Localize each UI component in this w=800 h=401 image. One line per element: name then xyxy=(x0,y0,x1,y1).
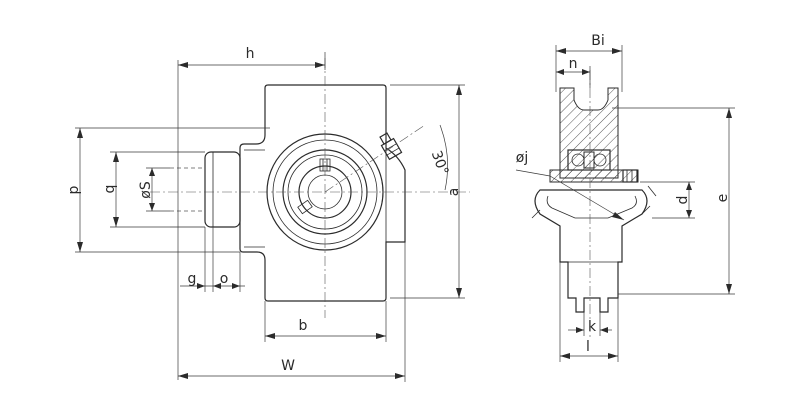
housing-outline xyxy=(239,84,406,302)
dim-h xyxy=(177,52,326,380)
dim-w xyxy=(178,242,406,382)
front-view: h a 30° p q xyxy=(66,46,470,382)
label-h: h xyxy=(246,46,255,62)
label-phi-s: øS xyxy=(138,181,154,199)
label-p: p xyxy=(66,185,82,194)
label-bi: Bi xyxy=(591,33,605,49)
dim-e xyxy=(612,107,735,295)
grease-nipple xyxy=(379,132,403,161)
label-k: k xyxy=(588,319,597,335)
label-angle: 30° xyxy=(428,149,452,178)
dim-q xyxy=(110,151,170,228)
dim-n xyxy=(556,66,591,88)
label-a: a xyxy=(446,188,462,197)
dim-k xyxy=(568,312,612,336)
dim-p xyxy=(75,127,270,253)
label-d: d xyxy=(675,196,691,205)
dim-d xyxy=(640,181,695,219)
label-e: e xyxy=(715,194,731,203)
label-l: l xyxy=(586,339,590,355)
dim-g-o xyxy=(180,227,245,292)
dim-b xyxy=(264,301,387,342)
dim-a xyxy=(390,84,465,299)
guide-block xyxy=(170,151,241,228)
label-w: W xyxy=(281,358,295,374)
label-q: q xyxy=(102,185,118,194)
dim-l xyxy=(559,262,619,362)
side-view: Bi n øj d e xyxy=(516,33,735,362)
dim-phi-s xyxy=(146,167,170,212)
label-g: g xyxy=(188,271,197,287)
label-phi-j: øj xyxy=(516,150,528,166)
label-n: n xyxy=(569,56,578,72)
dim-bi xyxy=(555,45,623,92)
side-housing-bottom xyxy=(534,189,648,313)
label-b: b xyxy=(299,318,308,334)
label-o: o xyxy=(220,271,229,287)
